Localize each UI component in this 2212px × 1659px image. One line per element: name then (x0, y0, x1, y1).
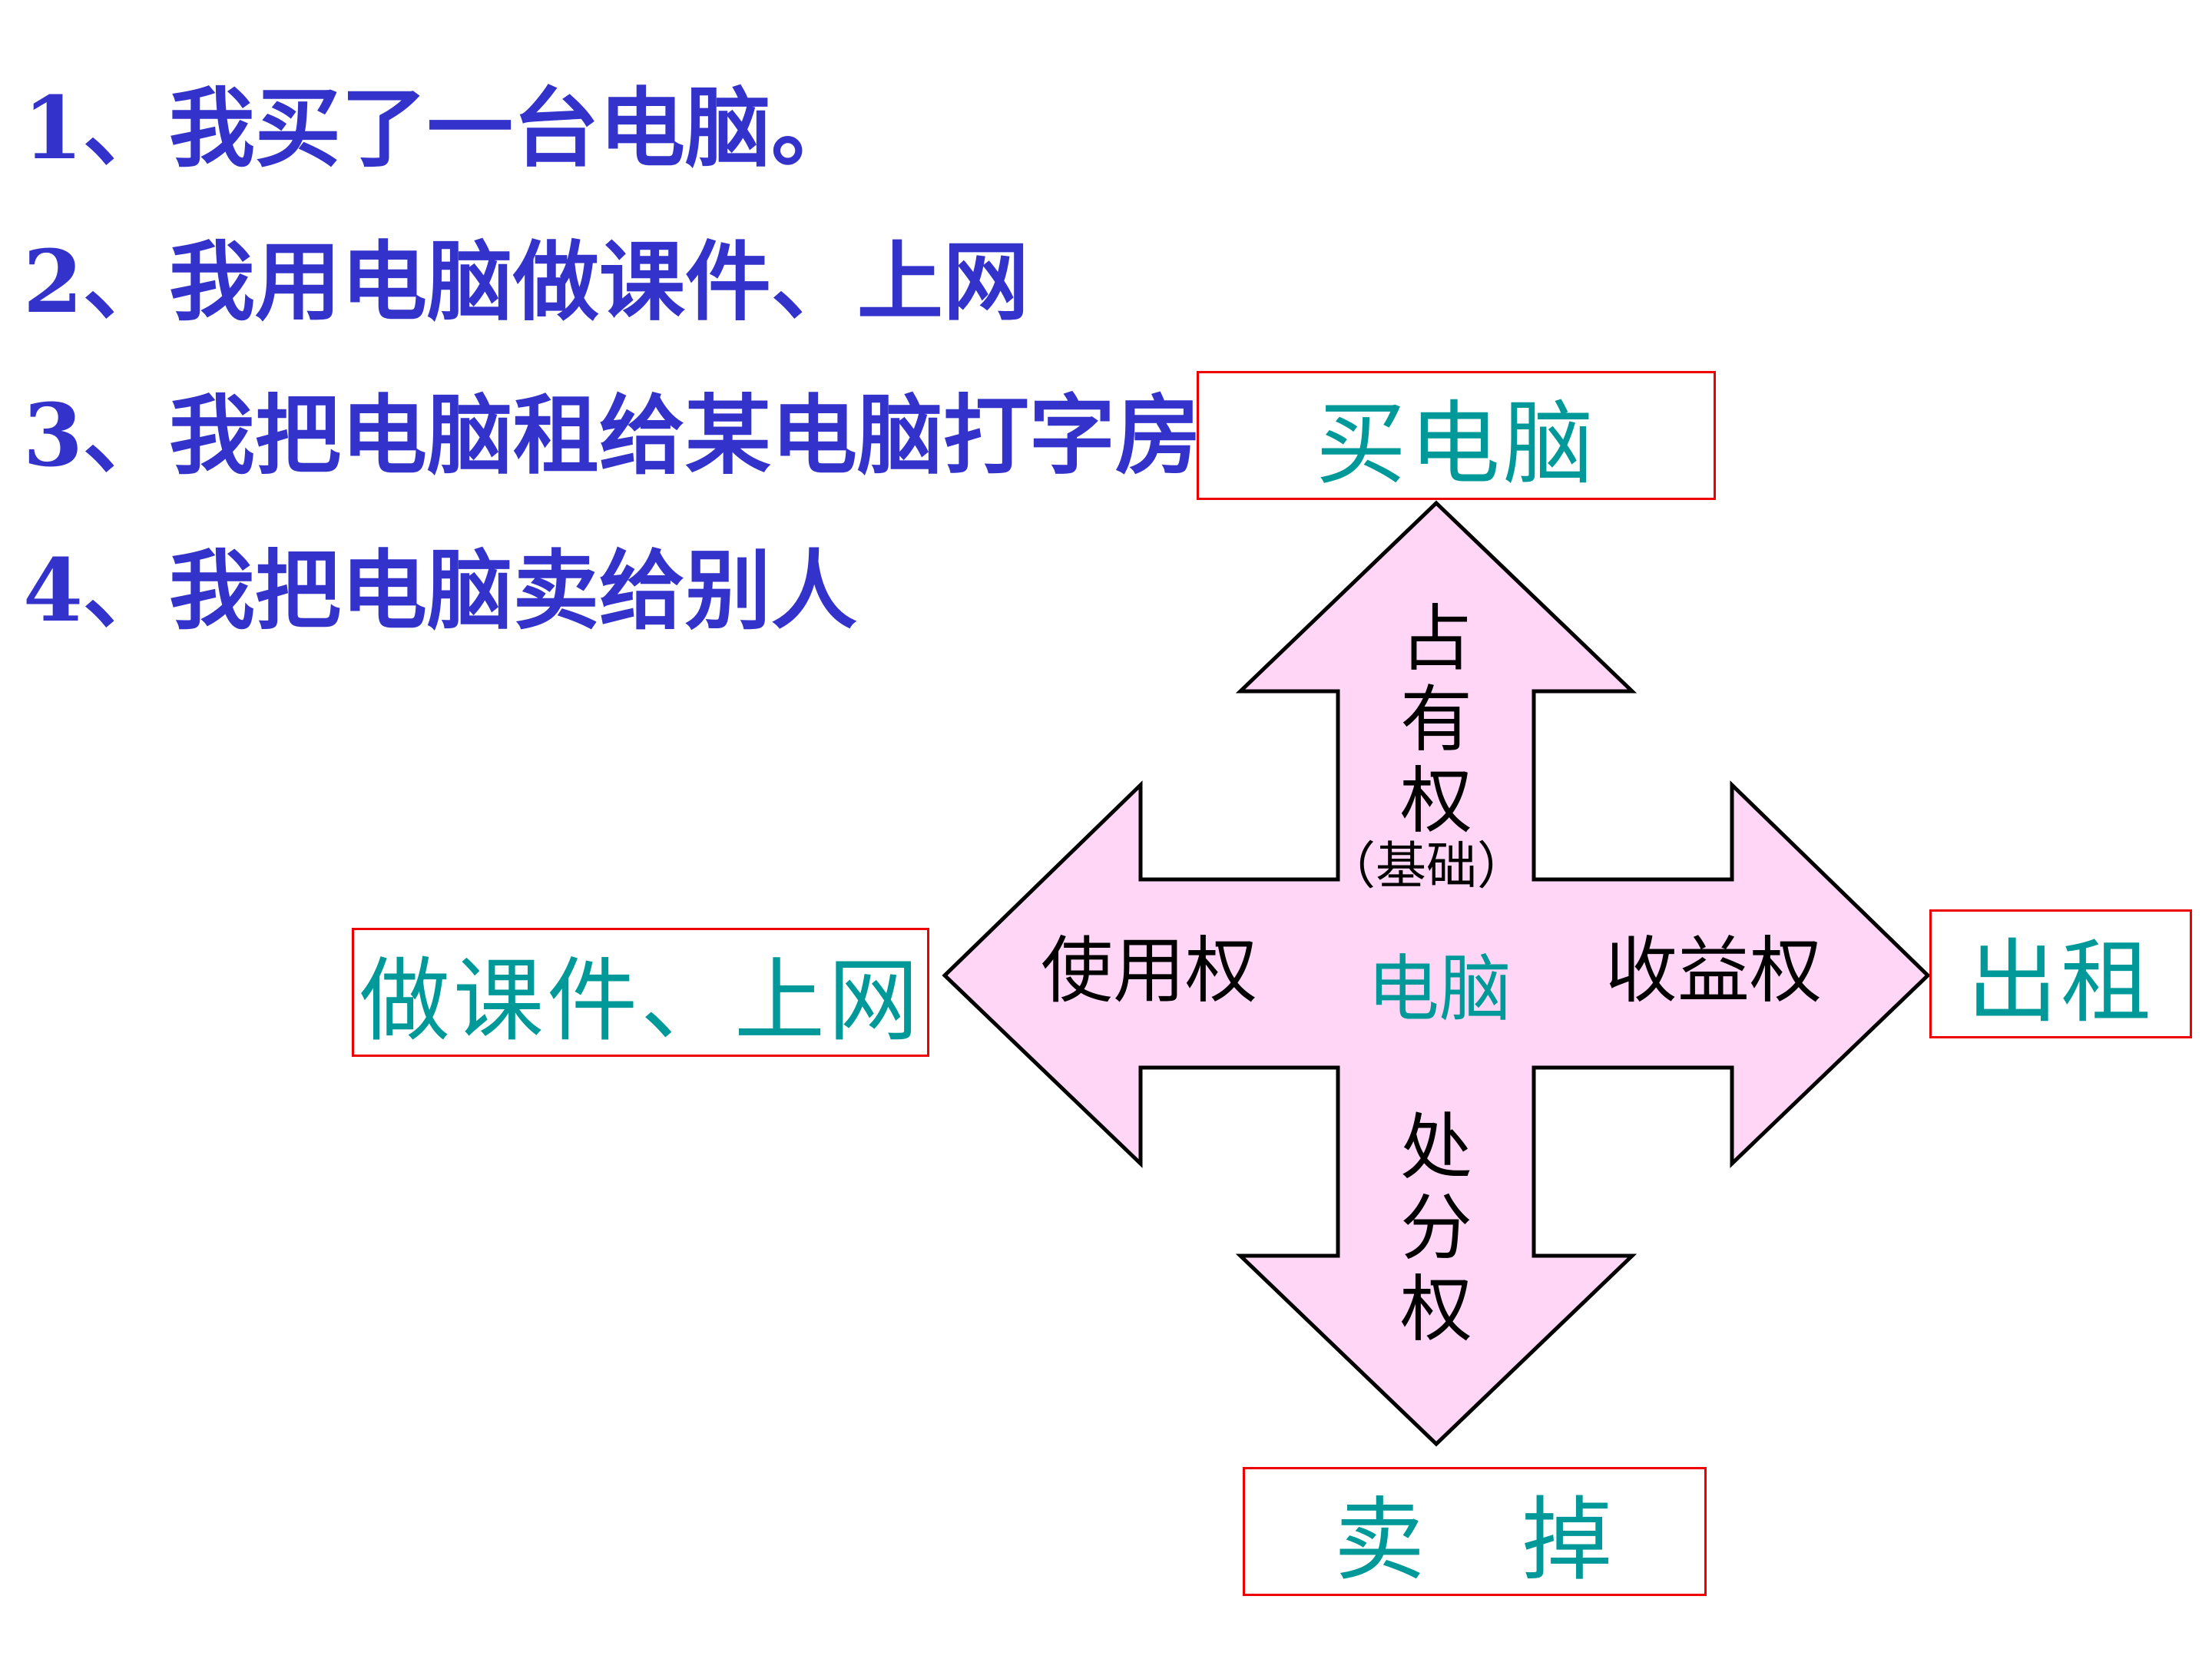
statement-4: 4、我把电脑卖给别人 (23, 541, 857, 641)
usufruct-right-label: 收益权 (1605, 929, 1823, 1013)
statement-3: 3、我把电脑租给某电脑打字房 (23, 386, 1201, 486)
four-way-arrow-shape (942, 500, 1931, 1447)
statement-2: 2、我用电脑做课件、上网 (23, 232, 1029, 333)
disposal-right-label: 处分权 (1399, 1106, 1472, 1352)
coursework-internet-box: 做课件、上网 (352, 928, 929, 1057)
rent-out-box: 出租 (1929, 909, 2192, 1038)
center-computer-label: 电脑 (1367, 948, 1512, 1031)
statement-1: 1、我买了一台电脑。 (23, 78, 857, 179)
possession-basis-note: （基础） (1325, 836, 1528, 896)
use-right-label: 使用权 (1041, 929, 1258, 1013)
sell-off-box: 卖 掉 (1243, 1467, 1707, 1596)
possession-right-label: 占有权 (1399, 598, 1472, 843)
buy-computer-box: 买电脑 (1197, 371, 1716, 500)
